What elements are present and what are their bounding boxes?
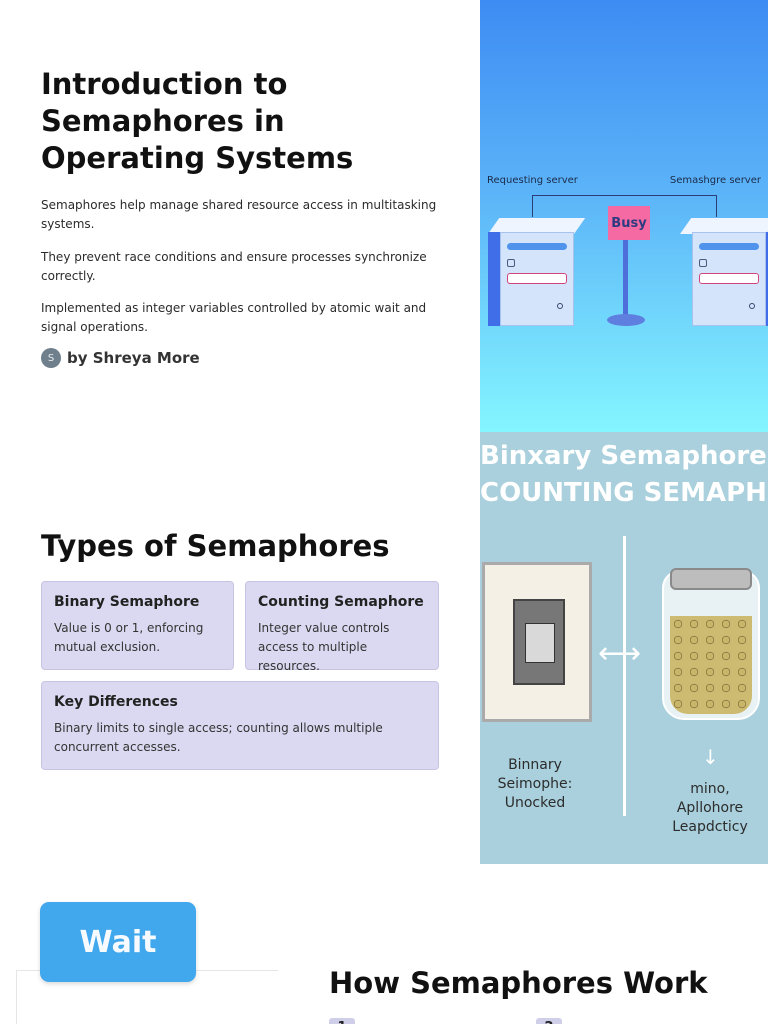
- intro-paragraph-1: Semaphores help manage shared resource a…: [41, 198, 437, 231]
- author-byline: S by Shreya More: [41, 348, 200, 368]
- card-text: Binary limits to single access; counting…: [54, 721, 383, 754]
- avatar: S: [41, 348, 61, 368]
- binary-label: Binnary Seimophe: Unocked: [497, 757, 573, 811]
- counting-label: mino, Apllohore Leapdcticy: [672, 781, 748, 835]
- intro-paragraph-2: They prevent race conditions and ensure …: [41, 250, 427, 283]
- flag-pole-base: [607, 314, 645, 326]
- card-title: Binary Semaphore: [54, 594, 200, 610]
- slide-introduction: Introduction to Semaphores in Operating …: [0, 0, 768, 432]
- double-arrow-icon: ⟷: [598, 636, 642, 671]
- card-title: Key Differences: [54, 694, 178, 710]
- binary-vs-counting-illustration: Binxary Semaphore vs COUNTING SEMAPHORE …: [480, 432, 768, 864]
- light-switch-icon: [482, 562, 592, 722]
- illustration-title-line: Binxary Semaphore vs: [480, 441, 768, 471]
- divider: [623, 536, 626, 816]
- network-line: [532, 195, 717, 196]
- wait-button: Wait: [40, 902, 196, 982]
- step-badge: 2: [536, 1018, 562, 1024]
- illustration-title: Binxary Semaphore vs COUNTING SEMAPHORE: [480, 438, 768, 512]
- key-differences-card: Key Differences Binary limits to single …: [41, 681, 439, 770]
- counting-semaphore-card: Counting Semaphore Integer value control…: [245, 581, 439, 673]
- intro-paragraph-3: Implemented as integer variables control…: [41, 301, 427, 334]
- author-name: by Shreya More: [67, 349, 200, 367]
- binary-semaphore-card: Binary Semaphore Value is 0 or 1, enforc…: [41, 581, 234, 670]
- slide-types: Types of Semaphores Binary Semaphore Val…: [0, 432, 768, 864]
- flag-pole: [623, 210, 628, 322]
- step-badge: 1: [329, 1018, 355, 1024]
- slide-title: Introduction to Semaphores in Operating …: [41, 67, 354, 175]
- card-text: Value is 0 or 1, enforcing mutual exclus…: [54, 621, 204, 654]
- server-icon: [488, 218, 586, 328]
- coins-icon: [670, 616, 752, 714]
- slide-how-it-works: Wait How Semaphores Work 1 2: [0, 864, 768, 1024]
- semaphore-server-label: Semashgre server: [669, 175, 761, 186]
- jar-lid-icon: [670, 568, 752, 590]
- arrow-down-icon: ↓: [702, 745, 719, 769]
- requesting-server-label: Requesting server: [487, 175, 578, 186]
- busy-flag: Busy: [608, 206, 650, 240]
- illustration-title-line: COUNTING SEMAPHORE: [480, 478, 768, 508]
- network-line: [532, 195, 533, 217]
- card-text: Integer value controls access to multipl…: [258, 621, 390, 673]
- servers-illustration: Requesting server Semashgre server Busy: [480, 0, 768, 432]
- server-icon: [680, 218, 768, 328]
- card-title: Counting Semaphore: [258, 594, 424, 610]
- slide-title: How Semaphores Work: [329, 966, 708, 1000]
- slide-title: Types of Semaphores: [41, 529, 390, 563]
- network-line: [716, 195, 717, 217]
